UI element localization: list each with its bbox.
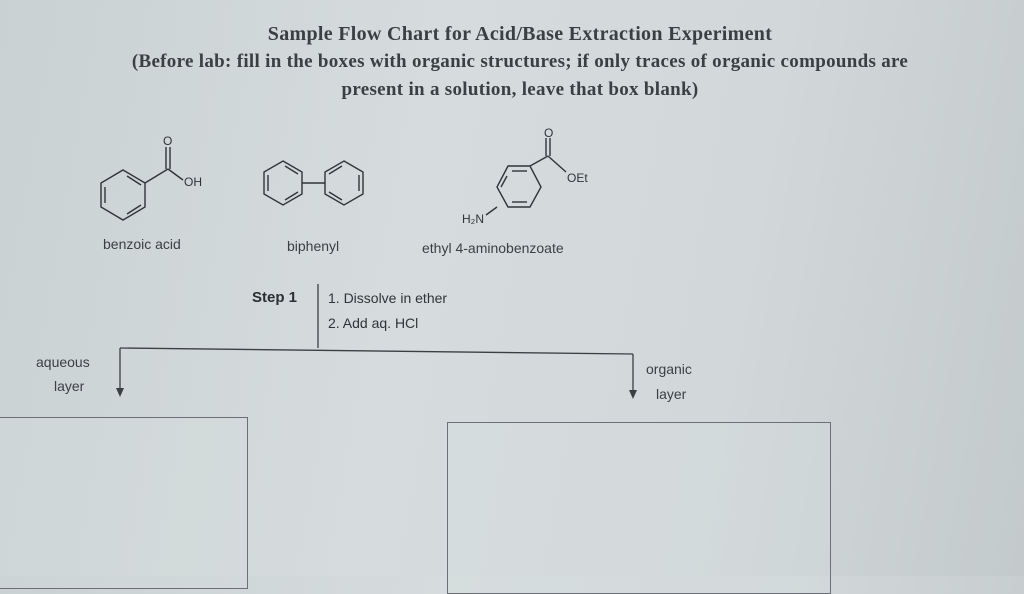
aqueous-label-line-2: layer: [54, 378, 85, 394]
ester-oet-label: OEt: [567, 171, 588, 185]
benzoic-acid-carbonyl-o: O: [163, 134, 173, 148]
page-title: Sample Flow Chart for Acid/Base Extracti…: [267, 23, 773, 45]
title-block: Sample Flow Chart for Acid/Base Extracti…: [20, 20, 1020, 104]
ethyl-aminobenzoate-ring: [496, 165, 542, 208]
aqueous-layer-answer-box[interactable]: [0, 417, 248, 589]
step-label: Step 1: [252, 289, 298, 306]
benzoic-acid-bond-1: [144, 168, 169, 184]
instructions-line-2: present in a solution, leave that box bl…: [341, 79, 699, 100]
organic-label-line-2: layer: [656, 386, 687, 402]
amine-bond: [485, 206, 498, 216]
amine-label: H₂N: [462, 212, 484, 226]
left-arrow-icon: [116, 388, 124, 397]
right-arrow-icon: [629, 390, 637, 399]
flowchart-drawing: [100, 138, 637, 399]
compound-name-biphenyl: biphenyl: [287, 238, 340, 254]
organic-label-line-1: organic: [646, 361, 692, 377]
step-instruction-1: 1. Dissolve in ether: [328, 290, 448, 306]
split-horizontal-line: [119, 347, 634, 355]
instructions-line-1: (Before lab: fill in the boxes with orga…: [131, 51, 909, 72]
benzoic-acid-oh-label: OH: [184, 175, 202, 189]
biphenyl-ring-1: [263, 160, 303, 206]
compound-name-benzoic-acid: benzoic acid: [103, 236, 181, 252]
step-instruction-2: 2. Add aq. HCl: [328, 315, 419, 331]
benzoic-acid-bond-oh: [167, 168, 184, 181]
organic-layer-answer-box[interactable]: [447, 422, 831, 594]
ester-carbonyl-o: O: [544, 126, 554, 140]
ester-bond-2: [547, 155, 567, 173]
ester-bond-1: [529, 155, 549, 167]
aqueous-label-line-1: aqueous: [36, 354, 90, 370]
benzoic-acid-ring: [100, 169, 146, 221]
compound-name-ethyl-aminobenzoate: ethyl 4-aminobenzoate: [422, 240, 564, 256]
biphenyl-ring-2: [324, 160, 364, 206]
